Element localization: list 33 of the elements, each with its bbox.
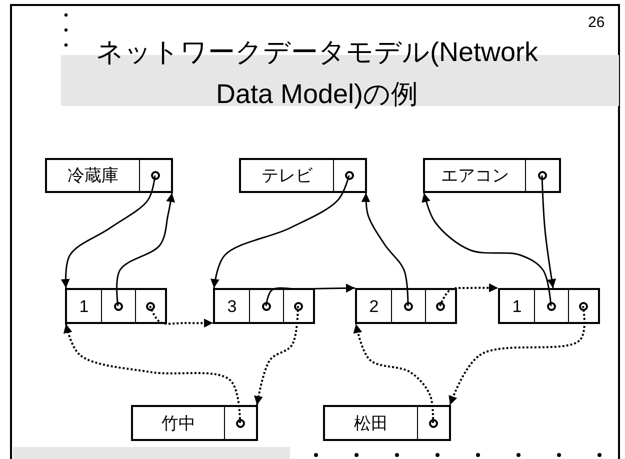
arrow	[210, 175, 350, 288]
dotted-arrow	[63, 324, 241, 423]
arrow	[265, 284, 356, 306]
record-box	[498, 288, 600, 324]
field-value: テレビ	[262, 167, 312, 184]
field-value: 冷蔵庫	[68, 167, 118, 184]
dotted-arrow	[448, 306, 586, 406]
record-box	[45, 158, 173, 193]
dotted-arrow	[353, 324, 434, 424]
dotted-arrow	[254, 306, 299, 406]
record-box	[131, 405, 258, 441]
slide-title: ネットワークデータモデル(Network Data Model)の例	[94, 36, 539, 111]
field-value: 1	[512, 298, 522, 314]
record-box	[355, 288, 457, 324]
field-value: 2	[369, 298, 379, 314]
field-value: エアコン	[441, 167, 509, 184]
arrow	[116, 192, 176, 306]
field-value: 竹中	[162, 414, 196, 432]
record-box	[65, 288, 167, 324]
dotted-arrow	[149, 306, 214, 328]
dotted-arrow	[439, 283, 498, 306]
field-value: 3	[227, 298, 237, 314]
field-value: 1	[79, 298, 89, 314]
arrow	[60, 175, 156, 288]
record-box	[323, 405, 451, 441]
record-box	[423, 158, 561, 193]
field-value: 松田	[354, 414, 388, 432]
record-box	[239, 158, 367, 193]
record-box	[213, 288, 315, 324]
arrow	[422, 192, 552, 306]
arrow	[541, 175, 556, 288]
arrow	[361, 192, 409, 306]
page-number: 26	[588, 14, 605, 31]
